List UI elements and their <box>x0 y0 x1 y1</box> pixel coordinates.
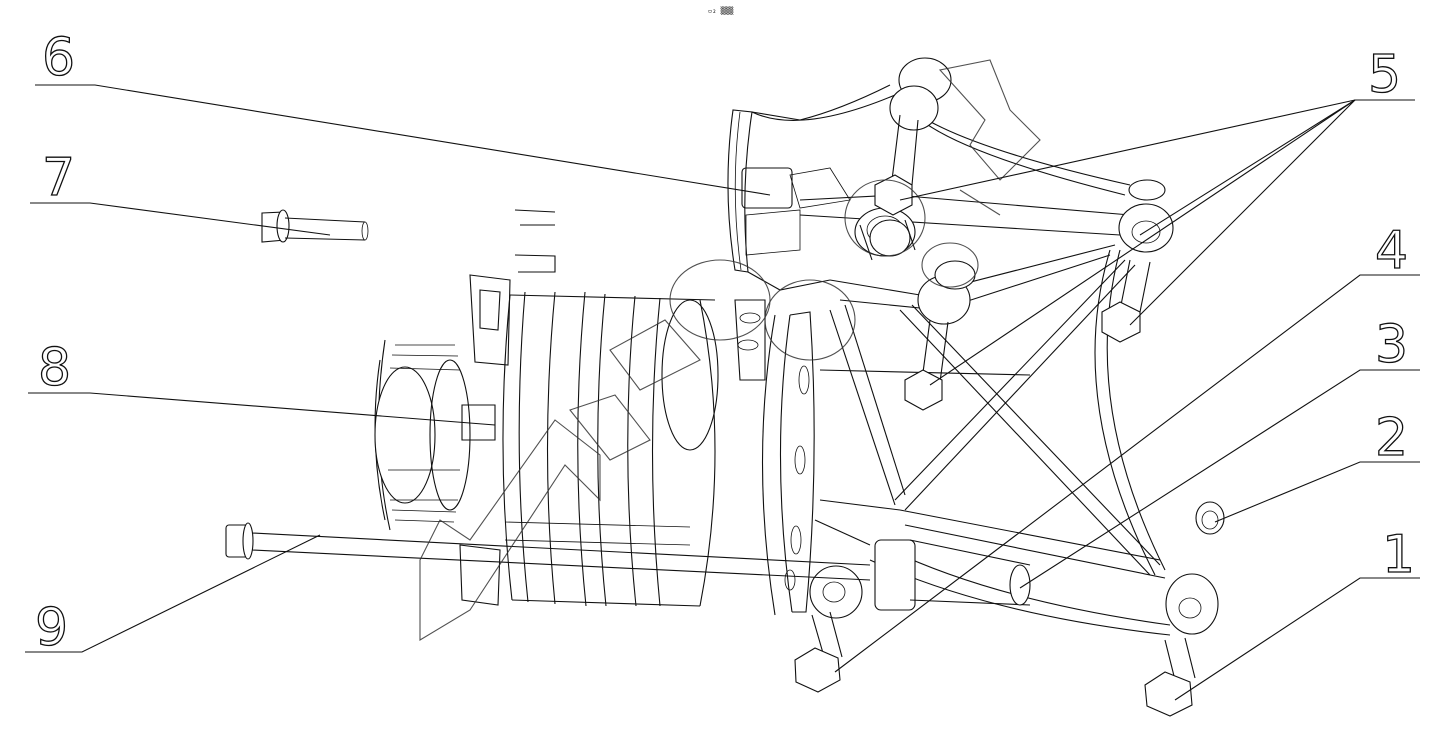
callout-6: 6 <box>42 28 75 88</box>
callout-4: 4 <box>1375 221 1408 281</box>
callout-3: 3 <box>1375 315 1408 375</box>
callout-9: 9 <box>35 598 68 658</box>
generator-body <box>374 209 1031 616</box>
header-mark: ▫₂ ▒▒▒ <box>708 6 734 15</box>
callout-8: 8 <box>38 338 71 398</box>
pin <box>261 209 369 243</box>
callout-5: 5 <box>1368 45 1401 105</box>
callouts: 6 7 8 9 5 4 3 2 1 <box>34 27 1415 658</box>
leader-lines <box>25 84 1420 701</box>
callout-7: 7 <box>42 148 75 208</box>
mounting-bracket <box>727 57 1219 636</box>
watermark <box>419 59 1041 641</box>
lower-bolts <box>794 611 1196 717</box>
callout-1: 1 <box>1382 525 1415 585</box>
bushing <box>1195 501 1225 535</box>
through-bolt <box>225 522 871 581</box>
callout-2: 2 <box>1375 408 1408 468</box>
